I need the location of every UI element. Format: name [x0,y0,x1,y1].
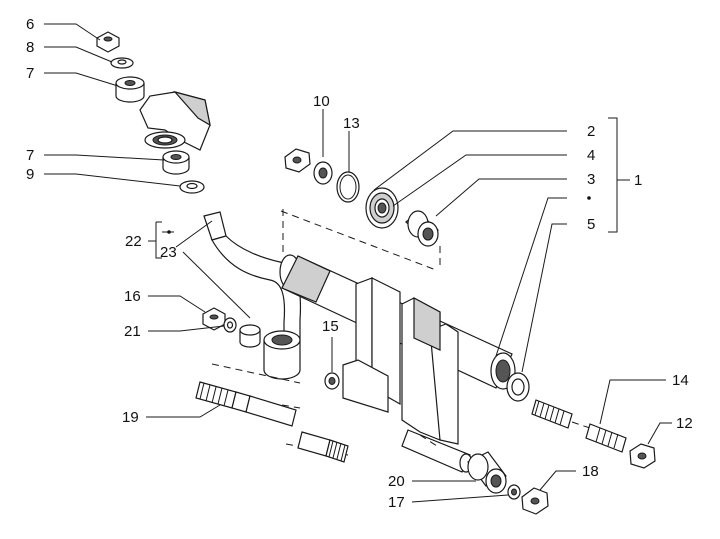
spacer-21b [239,324,261,348]
label-17: 17 [388,494,405,511]
washer-17 [507,484,521,500]
label-13: 13 [343,115,360,132]
label-1: 1 [634,172,642,189]
label-3: 3 [587,171,595,188]
bolt-14 [531,399,627,453]
leader-lines [44,23,672,503]
top-nut-6 [96,31,120,53]
label-6: 6 [26,16,34,33]
label-10: 10 [313,93,330,110]
bushing-7-lower [162,150,190,175]
washer-15 [324,372,340,390]
label-21: 21 [124,323,141,340]
washer-8 [110,57,134,69]
nut-10 [284,148,311,173]
label-19: 19 [122,409,139,426]
bearing-2-4 [365,187,399,229]
label-20: 20 [388,473,405,490]
bushing-7-upper [115,76,145,103]
label-16: 16 [124,288,141,305]
washer-9 [179,180,205,194]
label-9: 9 [26,166,34,183]
bushing-20 [467,451,507,494]
steering-arm-23 [203,211,302,380]
nut-18 [521,487,549,515]
label-22: 22 [125,233,142,250]
label-7a: 7 [26,65,34,82]
label-14: 14 [672,372,689,389]
label-8: 8 [26,39,34,56]
label-12: 12 [676,415,693,432]
label-18: 18 [582,463,599,480]
circlip-13 [336,171,360,203]
label-15: 15 [322,318,339,335]
swing-arm-main [279,254,516,473]
label-2: 2 [587,123,595,140]
washer-10b [313,161,333,185]
label-23: 23 [160,244,177,261]
bushing-3 [405,210,439,247]
label-7b: 7 [26,147,34,164]
label-4: 4 [587,147,595,164]
bolt-19 [195,381,349,463]
washer-21 [223,317,237,333]
nut-12 [629,443,656,469]
steering-bracket [139,90,211,151]
bearing-5 [506,372,530,402]
label-5: 5 [587,216,595,233]
